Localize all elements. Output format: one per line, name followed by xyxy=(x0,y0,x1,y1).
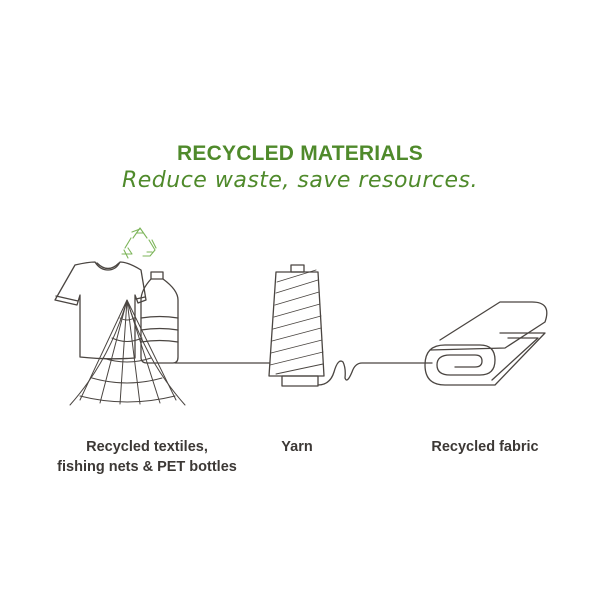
step-label-yarn: Yarn xyxy=(281,439,313,455)
label-line-2: fishing nets & PET bottles xyxy=(57,459,237,475)
yarn-thread xyxy=(317,360,433,386)
step-label-recycled-fabric: Recycled fabric xyxy=(431,439,539,455)
page-title: RECYCLED MATERIALS xyxy=(177,142,423,165)
fabric-roll-icon xyxy=(424,301,548,386)
label-line-1: Recycled textiles, xyxy=(86,439,208,455)
pet-bottle-icon xyxy=(140,271,179,364)
tagline: Reduce waste, save resources. xyxy=(121,168,478,193)
tshirt-icon xyxy=(54,261,147,360)
recycle-icon xyxy=(121,227,157,259)
yarn-spool-icon xyxy=(268,264,325,387)
fishing-net-icon xyxy=(69,299,186,406)
step-label-recycled-sources: Recycled textiles, fishing nets & PET bo… xyxy=(37,437,257,477)
